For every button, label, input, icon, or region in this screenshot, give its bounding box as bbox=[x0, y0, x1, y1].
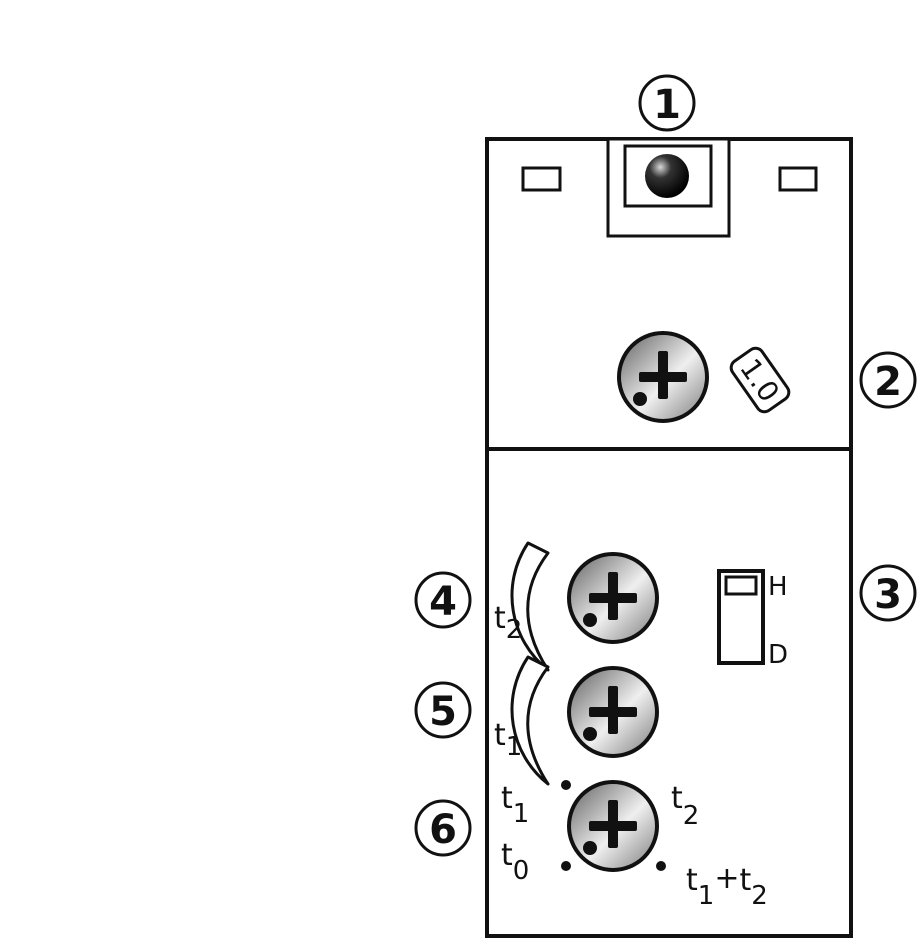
range-tag: 1.0 bbox=[729, 346, 791, 414]
t1-knob[interactable] bbox=[567, 666, 659, 758]
callout-3: 3 bbox=[859, 564, 917, 622]
mode-label-t1: t1 bbox=[501, 781, 529, 829]
switch-label-h: H bbox=[768, 572, 788, 602]
switch-label-d: D bbox=[768, 640, 788, 670]
position-dot-t0 bbox=[561, 861, 571, 871]
mode-label-t2: t2 bbox=[671, 781, 699, 831]
callout-2: 2 bbox=[859, 351, 917, 409]
terminal-right bbox=[778, 166, 818, 192]
svg-text:3: 3 bbox=[874, 572, 902, 618]
mode-label-t0: t0 bbox=[501, 838, 529, 886]
callout-5: 5 bbox=[414, 681, 472, 739]
callout-4: 4 bbox=[414, 571, 472, 629]
position-dot-t1 bbox=[561, 780, 571, 790]
crescent-scale-t2-icon bbox=[510, 541, 550, 672]
svg-text:4: 4 bbox=[429, 579, 457, 625]
led-icon bbox=[645, 154, 689, 198]
t2-knob[interactable] bbox=[567, 552, 659, 644]
device-housing bbox=[485, 137, 853, 938]
svg-text:1: 1 bbox=[653, 82, 681, 128]
function-switch[interactable] bbox=[717, 569, 765, 665]
svg-text:6: 6 bbox=[429, 807, 457, 853]
crescent-scale-t1-icon bbox=[510, 655, 550, 786]
label-t1: t1 bbox=[494, 718, 522, 762]
range-knob[interactable] bbox=[617, 331, 709, 423]
callout-6: 6 bbox=[414, 799, 472, 857]
label-t2: t2 bbox=[494, 601, 522, 645]
terminal-left bbox=[521, 166, 562, 192]
position-dot-sum bbox=[656, 861, 666, 871]
svg-text:5: 5 bbox=[429, 689, 457, 735]
callout-1: 1 bbox=[638, 74, 696, 132]
svg-text:2: 2 bbox=[874, 359, 902, 405]
mode-knob[interactable] bbox=[567, 780, 659, 872]
mode-label-t1-plus-t2: t1+t2 bbox=[686, 861, 768, 911]
